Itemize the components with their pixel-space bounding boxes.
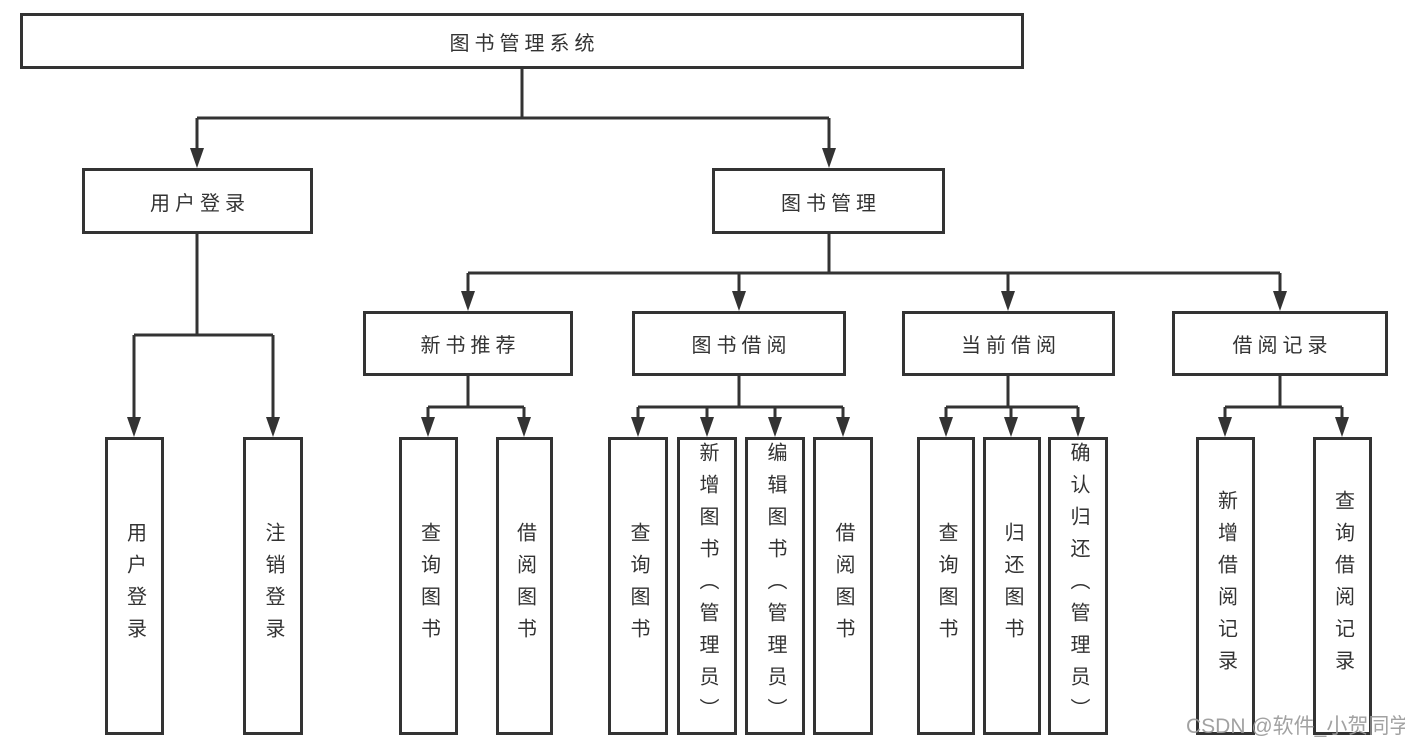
node-library-management-system: 图书管理系统 bbox=[20, 13, 1024, 69]
node-book-borrowing: 图书借阅 bbox=[632, 311, 846, 376]
connector-root-to-level2 bbox=[195, 69, 831, 150]
leaf-logout: 注销登录 bbox=[243, 437, 303, 735]
leaf-add-borrow-record: 新增借阅记录 bbox=[1196, 437, 1255, 735]
leaf-confirm-return-admin: 确认归还（管理员） bbox=[1048, 437, 1108, 735]
leaf-borrow-books: 借阅图书 bbox=[496, 437, 553, 735]
node-label: 图书借阅 bbox=[691, 335, 792, 357]
node-label: 用户登录 bbox=[123, 522, 146, 650]
node-label: 确认归还（管理员） bbox=[1067, 442, 1089, 730]
leaf-user-login: 用户登录 bbox=[105, 437, 164, 735]
node-label: 新书推荐 bbox=[420, 335, 521, 357]
node-label: 图书管理系统 bbox=[449, 32, 600, 55]
connector-currentborrow-to-children bbox=[944, 376, 1080, 419]
node-new-book-recommendation: 新书推荐 bbox=[363, 311, 573, 376]
leaf-query-books: 查询图书 bbox=[917, 437, 975, 735]
node-label: 借阅图书 bbox=[513, 522, 536, 650]
node-label: 新增借阅记录 bbox=[1214, 490, 1237, 682]
leaf-borrow-books: 借阅图书 bbox=[813, 437, 873, 735]
node-label: 借阅图书 bbox=[832, 522, 854, 650]
node-book-management: 图书管理 bbox=[712, 168, 945, 234]
connector-userlogin-to-children bbox=[132, 234, 275, 419]
node-user-login: 用户登录 bbox=[82, 168, 313, 234]
connector-bookborrow-to-children bbox=[636, 376, 845, 419]
connector-bookmgmt-to-level3 bbox=[466, 234, 1282, 293]
leaf-query-books: 查询图书 bbox=[399, 437, 458, 735]
node-label: 借阅记录 bbox=[1232, 335, 1333, 357]
node-label: 当前借阅 bbox=[961, 335, 1061, 357]
node-label: 归还图书 bbox=[1001, 522, 1023, 650]
leaf-add-books-admin: 新增图书（管理员） bbox=[677, 437, 737, 735]
node-label: 新增图书（管理员） bbox=[696, 442, 718, 730]
node-label: 编辑图书（管理员） bbox=[764, 442, 786, 730]
node-label: 查询借阅记录 bbox=[1331, 490, 1354, 682]
node-label: 查询图书 bbox=[417, 522, 440, 650]
leaf-query-borrow-record: 查询借阅记录 bbox=[1313, 437, 1372, 735]
node-borrowing-records: 借阅记录 bbox=[1172, 311, 1388, 376]
node-label: 图书管理 bbox=[781, 192, 881, 215]
connector-newbook-to-children bbox=[426, 376, 526, 419]
node-label: 查询图书 bbox=[935, 522, 957, 650]
node-label: 用户登录 bbox=[150, 192, 250, 215]
node-current-borrowing: 当前借阅 bbox=[902, 311, 1115, 376]
leaf-query-books: 查询图书 bbox=[608, 437, 668, 735]
node-label: 查询图书 bbox=[627, 522, 649, 650]
node-label: 注销登录 bbox=[262, 522, 284, 650]
leaf-return-books: 归还图书 bbox=[983, 437, 1041, 735]
leaf-edit-books-admin: 编辑图书（管理员） bbox=[745, 437, 805, 735]
connector-borrowrecord-to-children bbox=[1223, 376, 1344, 419]
csdn-watermark: CSDN @软件_小贺同学 bbox=[1186, 715, 1405, 738]
